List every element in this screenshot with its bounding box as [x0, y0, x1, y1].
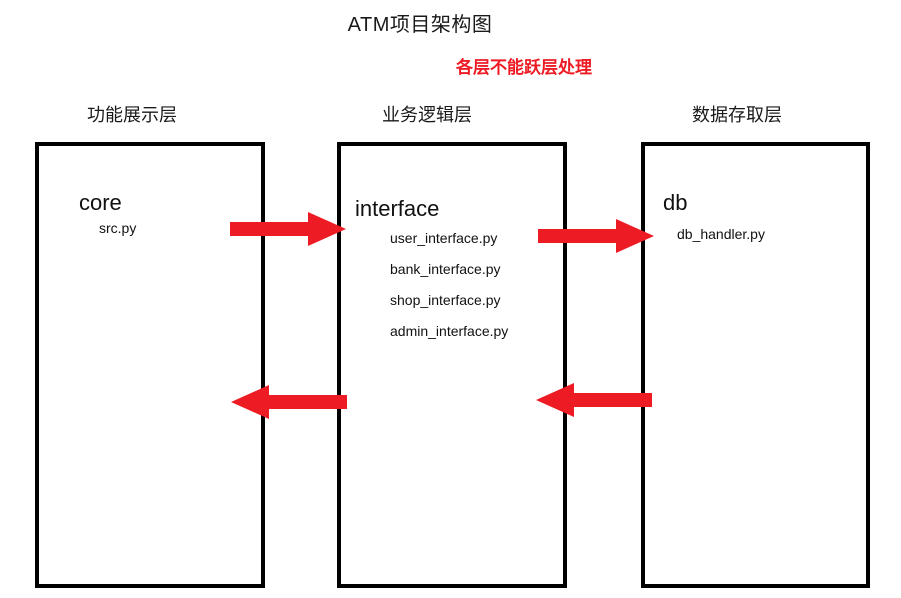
module-name-db: db — [663, 190, 688, 215]
arrow-right-interface-to-db-icon — [538, 219, 654, 253]
arrow-right-core-to-interface-icon — [230, 212, 346, 246]
module-name-core: core — [79, 190, 122, 215]
interface-file-list: user_interface.py bank_interface.py shop… — [390, 230, 508, 354]
layer-header-data-access: 数据存取层 — [692, 105, 782, 125]
layer-header-presentation: 功能展示层 — [87, 105, 177, 125]
diagram-warning-note: 各层不能跃层处理 — [456, 58, 592, 77]
file-admin-interface-py: admin_interface.py — [390, 323, 509, 339]
file-shop-interface-py: shop_interface.py — [390, 292, 501, 308]
module-name-interface: interface — [355, 196, 440, 221]
file-bank-interface-py: bank_interface.py — [390, 261, 501, 277]
file-db-handler-py: db_handler.py — [677, 226, 765, 242]
layer-header-business-logic: 业务逻辑层 — [382, 105, 472, 125]
arrow-left-db-to-interface-icon — [536, 383, 652, 417]
file-src-py: src.py — [99, 220, 137, 236]
layer-box-business-logic: interface user_interface.py bank_interfa… — [337, 142, 567, 588]
arrow-left-interface-to-core-icon — [231, 385, 347, 419]
layer-box-presentation: core src.py — [35, 142, 265, 588]
file-user-interface-py: user_interface.py — [390, 230, 498, 246]
diagram-title: ATM项目架构图 — [347, 14, 493, 36]
layer-box-data-access: db db_handler.py — [641, 142, 870, 588]
